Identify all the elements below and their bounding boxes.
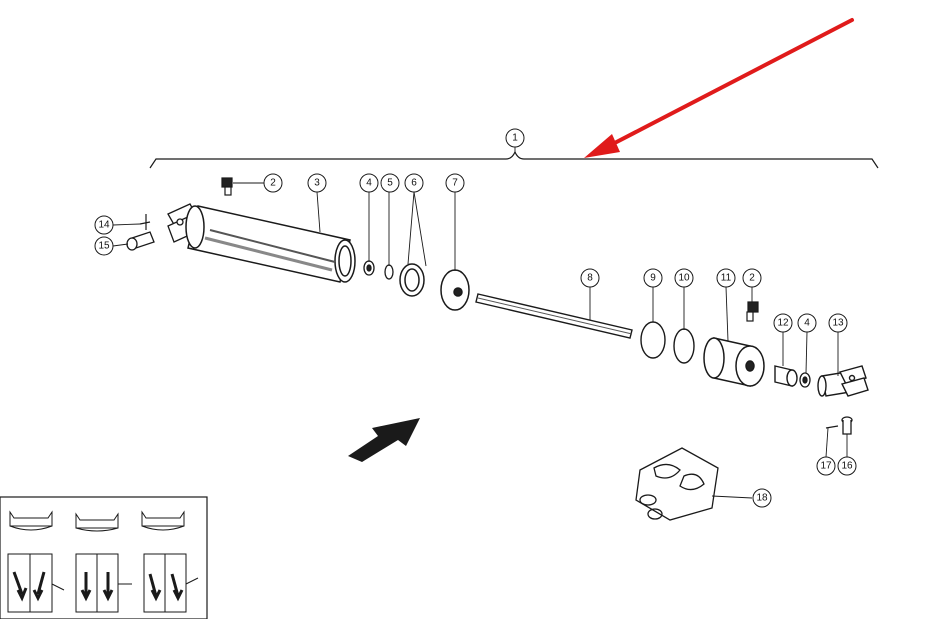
seal-kit-bag-18 (635, 447, 719, 521)
callout-15: 15 (94, 236, 114, 256)
assembly-bracket (149, 150, 879, 169)
callout-16: 16 (837, 456, 857, 476)
svg-text:5: 5 (387, 178, 393, 189)
svg-text:17: 17 (820, 461, 832, 472)
svg-text:11: 11 (721, 273, 732, 284)
red-pointer-arrow-icon (584, 18, 854, 158)
svg-text:10: 10 (678, 273, 690, 284)
callout-4b: 4 (797, 313, 817, 333)
svg-text:18: 18 (756, 493, 768, 504)
o-ring-9 (640, 321, 666, 359)
callout-13: 13 (828, 313, 848, 333)
callout-8: 8 (580, 268, 600, 288)
ring-4b (799, 372, 811, 388)
svg-text:4: 4 (804, 318, 810, 329)
cotter-pin-14 (139, 214, 151, 230)
callout-7: 7 (445, 173, 465, 193)
leader-lines (112, 147, 848, 499)
callout-17: 17 (816, 456, 836, 476)
svg-text:1: 1 (512, 133, 518, 144)
piston-rod-8 (475, 293, 633, 339)
cylinder-tube-3 (185, 205, 356, 283)
grease-nipple-2a (221, 177, 233, 196)
direction-arrow-icon (348, 418, 420, 462)
svg-text:15: 15 (98, 241, 110, 252)
o-ring-10 (673, 328, 695, 364)
callout-4a: 4 (359, 173, 379, 193)
svg-text:2: 2 (749, 273, 755, 284)
callout-1: 1 (505, 128, 525, 148)
ring-4a (363, 260, 375, 276)
callout-5: 5 (380, 173, 400, 193)
callout-18: 18 (752, 488, 772, 508)
callout-3: 3 (307, 173, 327, 193)
clevis-end-13 (817, 365, 869, 397)
bushing-12 (774, 365, 798, 387)
callout-12: 12 (773, 313, 793, 333)
svg-text:12: 12 (777, 318, 789, 329)
svg-text:8: 8 (587, 273, 593, 284)
mounting-orientation-inset (0, 496, 208, 619)
svg-text:9: 9 (650, 273, 656, 284)
svg-text:4: 4 (366, 178, 372, 189)
piston-ring-6 (399, 263, 425, 297)
pin-15 (126, 231, 155, 251)
callout-2b: 2 (742, 268, 762, 288)
cylinder-head-11 (703, 337, 765, 387)
cotter-pin-17 (825, 425, 839, 429)
callout-6: 6 (404, 173, 424, 193)
callout-2a: 2 (263, 173, 283, 193)
svg-text:16: 16 (841, 461, 853, 472)
piston-7 (440, 269, 470, 311)
seal-5 (384, 264, 394, 280)
callout-9: 9 (643, 268, 663, 288)
callout-10: 10 (674, 268, 694, 288)
pin-16 (841, 416, 853, 435)
callout-14: 14 (94, 215, 114, 235)
svg-text:7: 7 (452, 178, 458, 189)
grease-nipple-2b (746, 301, 759, 322)
svg-text:2: 2 (270, 178, 276, 189)
callout-11: 11 (716, 268, 736, 288)
svg-text:14: 14 (98, 220, 110, 231)
svg-text:3: 3 (314, 178, 320, 189)
svg-text:13: 13 (832, 318, 844, 329)
svg-text:6: 6 (411, 178, 417, 189)
